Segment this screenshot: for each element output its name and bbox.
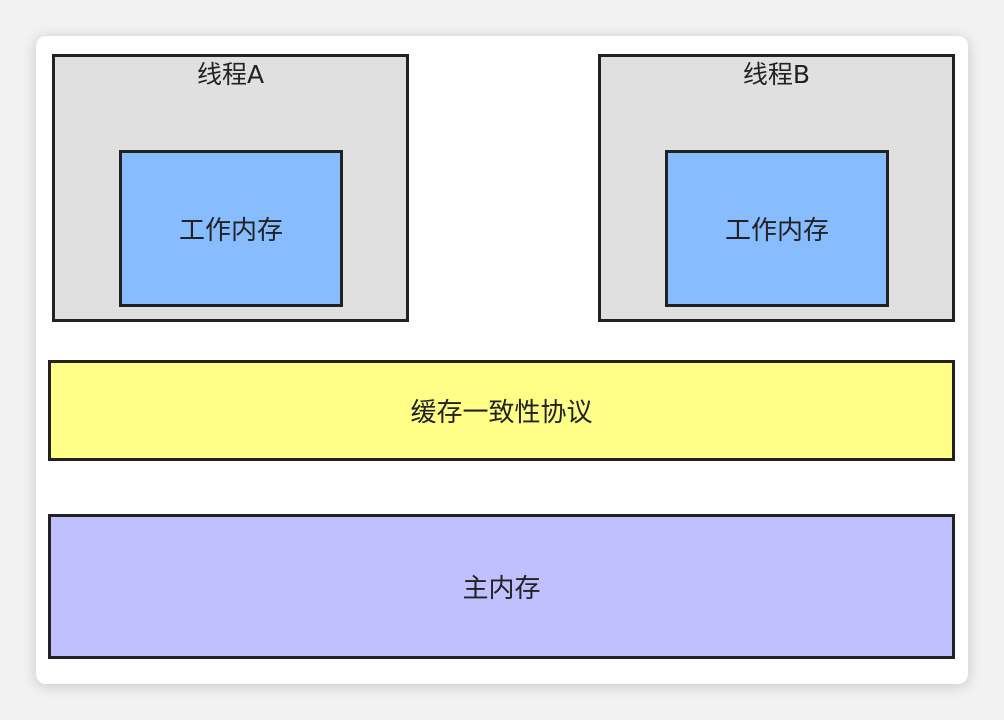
- thread-b-title: 线程B: [742, 60, 811, 89]
- thread-a-title: 线程A: [196, 60, 265, 89]
- thread-b-work-memory: 工作内存: [665, 150, 889, 307]
- main-memory-box: 主内存: [48, 514, 955, 659]
- thread-b-box: 线程B 工作内存: [598, 54, 955, 322]
- thread-a-work-memory: 工作内存: [119, 150, 343, 307]
- cache-coherence-protocol-box: 缓存一致性协议: [48, 360, 955, 461]
- thread-a-work-memory-label: 工作内存: [178, 216, 283, 246]
- thread-b-work-memory-label: 工作内存: [724, 216, 829, 246]
- thread-a-box: 线程A 工作内存: [52, 54, 409, 322]
- cache-coherence-protocol-label: 缓存一致性协议: [410, 398, 593, 428]
- main-memory-label: 主内存: [462, 574, 541, 604]
